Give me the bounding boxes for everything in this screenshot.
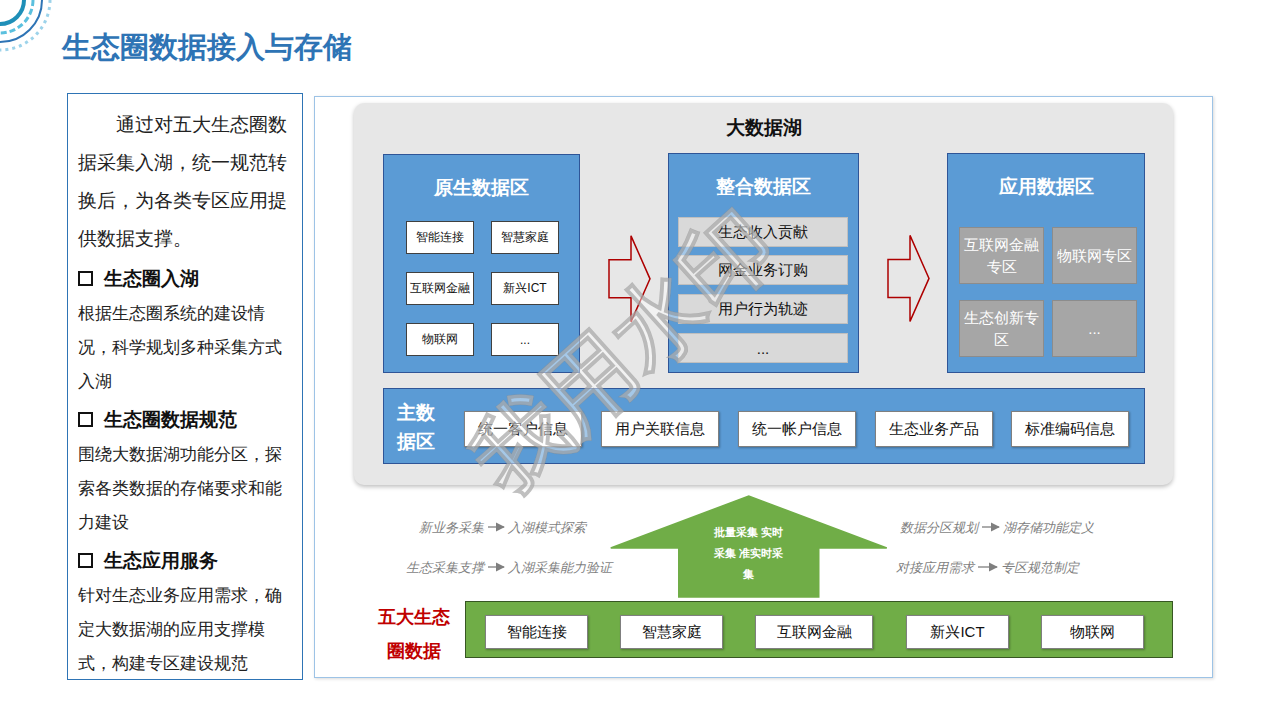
app-zone-box: 互联网金融专区: [959, 227, 1044, 284]
body-text: 通过对五大生态圈数据采集入湖，统一规范转换后，为各类专区应用提供数据支撑。: [78, 106, 293, 258]
item-box: 物联网: [1041, 615, 1144, 649]
step-note: 入湖采集能力验证: [508, 559, 612, 577]
box-label: 新兴ICT: [930, 623, 984, 642]
box-label: 智能连接: [416, 229, 464, 246]
zone-heading: 主数据区: [397, 398, 441, 456]
source-box: 物联网: [406, 323, 474, 356]
source-box: 互联网金融: [406, 272, 474, 305]
box-label: 互联网金融: [410, 280, 470, 297]
box-label: 物联网专区: [1053, 245, 1136, 267]
zone-heading: 应用数据区: [948, 174, 1144, 200]
item-box: 生态业务产品: [875, 411, 993, 447]
box-label: ...: [757, 340, 770, 357]
zone-box: 原生数据区智能连接 智慧家庭互联网金融 新兴ICT 物联网...: [383, 154, 580, 373]
text-panel: 通过对五大生态圈数据采集入湖，统一规范转换后，为各类专区应用提供数据支撑。生态圈…: [67, 93, 303, 680]
decor-ring: [0, 0, 42, 42]
item-box: 智能连接: [485, 615, 588, 649]
box-label: 新兴ICT: [503, 280, 546, 297]
item-box: 统一客户信息: [464, 411, 582, 447]
master-data-zone: 主数据区 统一客户信息 用户关联信息 统一帐户信息 生态业务产品 标准编码信息: [383, 388, 1145, 464]
box-label: 用户行为轨迹: [718, 300, 808, 319]
box-label: 物联网: [1070, 623, 1115, 642]
item-box: 统一帐户信息: [738, 411, 856, 447]
box-label: 智能连接: [507, 623, 567, 642]
zone-heading: 大数据湖: [354, 115, 1173, 141]
decor-ring: [0, 0, 33, 33]
data-item-box: ...: [678, 333, 848, 363]
source-box: 智能连接: [406, 221, 474, 254]
small-arrow: [488, 526, 504, 527]
arrow-label: 批量采集 实时采集 准实时采集: [709, 522, 789, 585]
zone-heading: 五大生态圈数据: [374, 600, 454, 668]
zone-box: 应用数据区互联网金融专区物联网专区生态创新专区...: [947, 153, 1145, 373]
box-label: 用户关联信息: [615, 420, 705, 439]
data-item-box: 网金业务订购: [678, 255, 848, 285]
data-item-box: 生态收入贡献: [678, 217, 848, 247]
source-box: 智慧家庭: [491, 221, 559, 254]
box-label: 物联网: [422, 331, 458, 348]
section-heading: 生态圈入湖: [78, 261, 293, 297]
box-label: 统一客户信息: [478, 420, 568, 439]
box-label: 智慧家庭: [501, 229, 549, 246]
box-label: 网金业务订购: [718, 261, 808, 280]
box-label: 互联网金融专区: [960, 234, 1043, 278]
item-box: 用户关联信息: [601, 411, 719, 447]
box-label: 智慧家庭: [642, 623, 702, 642]
data-lake: 大数据湖原生数据区智能连接智慧家庭互联网金融新兴ICT物联网...整合数据区生态…: [354, 103, 1173, 485]
data-item-box: 用户行为轨迹: [678, 294, 848, 324]
step-note: 数据分区规划: [900, 519, 978, 537]
zone-heading: 原生数据区: [384, 175, 579, 201]
collect-arrow: [611, 496, 887, 597]
section-heading: 生态应用服务: [78, 543, 293, 579]
app-zone-box: ...: [1052, 300, 1137, 357]
box-label: 互联网金融: [777, 623, 852, 642]
box-label: 标准编码信息: [1025, 420, 1115, 439]
step-note: 专区规范制定: [1001, 559, 1079, 577]
item-box: 互联网金融: [755, 615, 873, 649]
zone-heading: 整合数据区: [669, 174, 858, 200]
section-heading: 生态圈数据规范: [78, 402, 293, 438]
body-text: 围绕大数据湖功能分区，探索各类数据的存储要求和能力建设: [78, 438, 293, 540]
small-arrow: [978, 566, 997, 567]
box-label: 生态收入贡献: [718, 223, 808, 242]
item-box: 标准编码信息: [1011, 411, 1129, 447]
step-note: 入湖模式探索: [508, 519, 586, 537]
box-label: ...: [520, 333, 530, 347]
small-arrow: [488, 566, 504, 567]
small-arrow: [982, 526, 999, 527]
box-label: 生态创新专区: [960, 307, 1043, 351]
step-note: 对接应用需求: [896, 559, 974, 577]
step-note: 新业务采集: [419, 519, 484, 537]
source-band: 五大生态圈数据智能连接智慧家庭互联网金融新兴ICT物联网: [465, 601, 1173, 658]
source-box: ...: [491, 323, 559, 356]
item-box: 新兴ICT: [906, 615, 1009, 649]
zone-box: 整合数据区生态收入贡献网金业务订购用户行为轨迹...: [668, 153, 859, 373]
item-box: 智慧家庭: [620, 615, 723, 649]
box-label: 统一帐户信息: [752, 420, 842, 439]
box-label: ...: [1084, 318, 1105, 340]
page-title: 生态圈数据接入与存储: [62, 28, 352, 68]
decor-ring: [0, 0, 24, 24]
step-note: 湖存储功能定义: [1003, 519, 1094, 537]
box-label: 生态业务产品: [889, 420, 979, 439]
body-text: 针对生态业务应用需求，确定大数据湖的应用支撑模式，构建专区建设规范: [78, 579, 293, 681]
source-box: 新兴ICT: [491, 272, 559, 305]
decor-ring: [0, 0, 50, 50]
step-note: 生态采集支撑: [406, 559, 484, 577]
app-zone-box: 物联网专区: [1052, 227, 1137, 284]
app-zone-box: 生态创新专区: [959, 300, 1044, 357]
body-text: 根据生态圈系统的建设情况，科学规划多种采集方式入湖: [78, 297, 293, 399]
